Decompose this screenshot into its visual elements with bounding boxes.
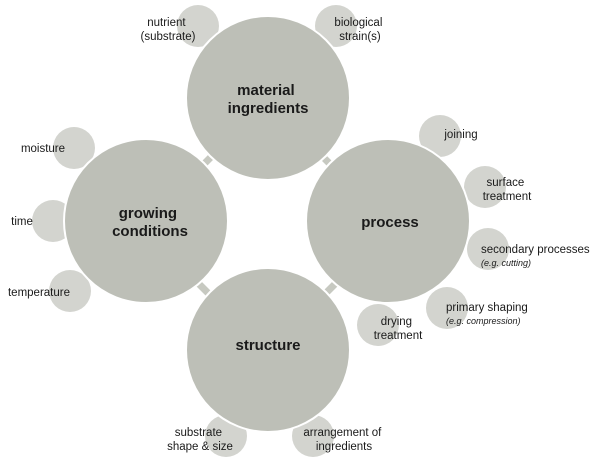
note-secondary: (e.g. cutting) — [481, 258, 531, 268]
label-joining: joining — [443, 129, 477, 141]
label-structure: structure — [235, 337, 300, 354]
label-substrate: substrate shape & size — [167, 427, 233, 453]
note-primary: (e.g. compression) — [446, 316, 521, 326]
label-process: process — [361, 214, 419, 231]
label-drying: drying treatment — [374, 316, 423, 342]
main-circle-material — [185, 15, 351, 181]
bubble-primary — [426, 287, 468, 329]
label-secondary: secondary processes — [481, 244, 590, 256]
bubble-temperature — [49, 270, 91, 312]
label-primary: primary shaping — [446, 302, 528, 314]
bubble-joining — [419, 115, 461, 157]
main-circle-structure — [185, 267, 351, 433]
label-arrangement: arrangement of ingredients — [303, 427, 384, 453]
label-growing: growing conditions — [112, 205, 188, 240]
label-temperature: temperature — [8, 287, 70, 299]
bubble-surface — [464, 166, 506, 208]
bubble-biological — [315, 5, 357, 47]
bubble-arrangement — [292, 415, 334, 457]
bubble-time — [32, 200, 74, 242]
label-time: time — [11, 216, 33, 228]
label-surface: surface treatment — [483, 177, 532, 203]
bubble-secondary — [467, 228, 509, 270]
main-circle-growing — [63, 138, 229, 304]
label-nutrient: nutrient (substrate) — [141, 17, 196, 43]
bubble-drying — [357, 304, 399, 346]
bubble-nutrient — [177, 5, 219, 47]
label-material: material ingredients — [228, 82, 309, 117]
bubble-moisture — [53, 127, 95, 169]
main-circle-process — [305, 138, 471, 304]
label-biological: biological strain(s) — [334, 17, 385, 43]
label-moisture: moisture — [21, 143, 65, 155]
